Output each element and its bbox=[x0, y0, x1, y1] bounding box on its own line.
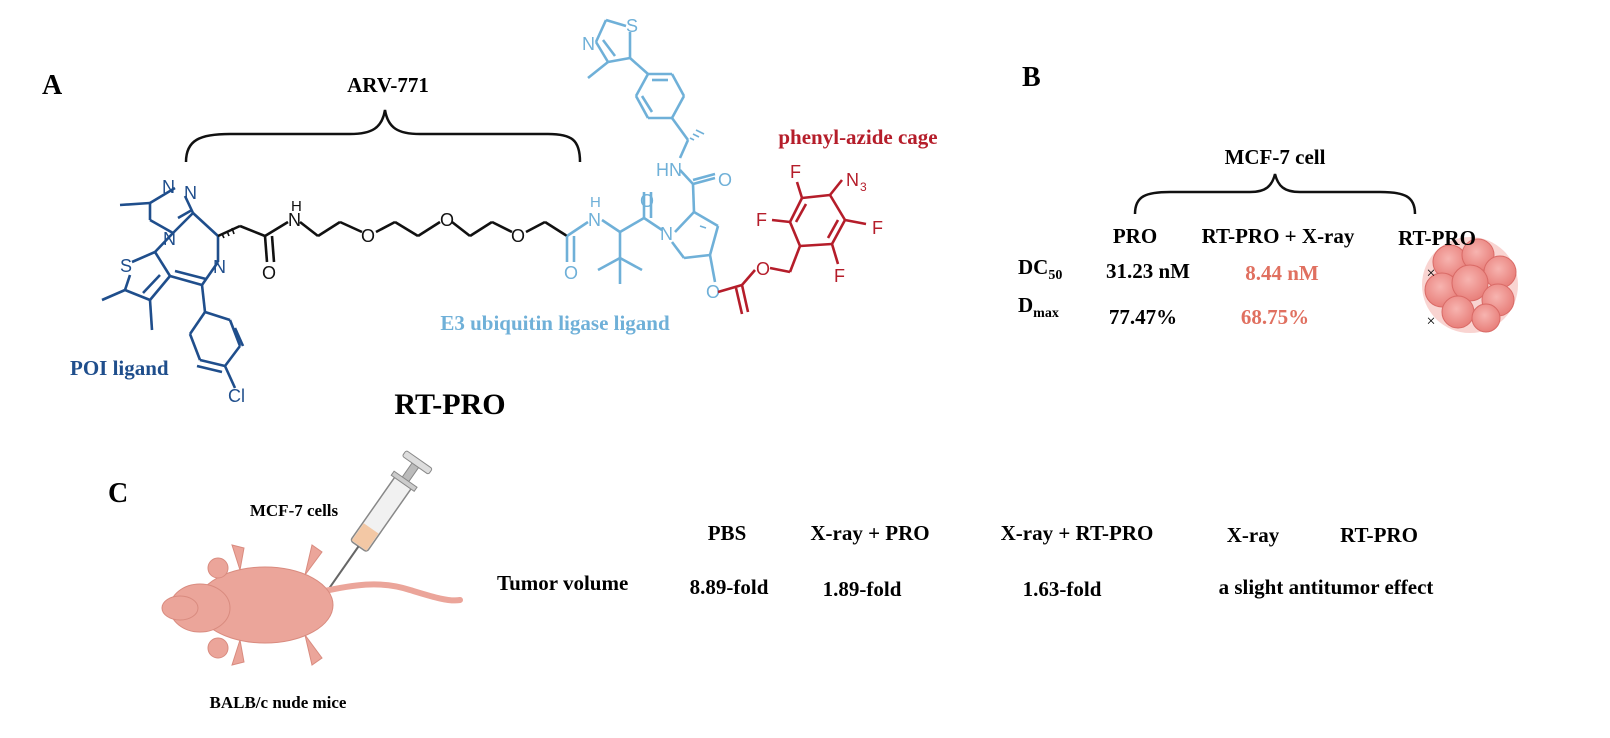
col-c-xray-rtpro: X-ray + RT-PRO bbox=[1001, 521, 1154, 545]
svg-text:O: O bbox=[564, 263, 578, 283]
col-c-rtpro: RT-PRO bbox=[1340, 523, 1418, 547]
svg-text:H: H bbox=[590, 194, 601, 211]
e3-ligand-label: E3 ubiquitin ligase ligand bbox=[440, 311, 670, 335]
svg-text:F: F bbox=[756, 210, 767, 230]
col-head-pro: PRO bbox=[1113, 224, 1157, 248]
arv771-label: ARV-771 bbox=[347, 73, 429, 97]
svg-text:N: N bbox=[162, 177, 175, 197]
svg-text:F: F bbox=[834, 266, 845, 286]
dmax-rtpro-cross: × bbox=[1426, 313, 1435, 330]
svg-text:N: N bbox=[846, 170, 859, 190]
dmax-pro-value: 77.47% bbox=[1109, 305, 1177, 329]
svg-text:N: N bbox=[660, 224, 673, 244]
svg-text:N: N bbox=[184, 183, 197, 203]
mcf7-cell-label: MCF-7 cell bbox=[1225, 145, 1326, 169]
cancer-cell-cluster-icon bbox=[1422, 237, 1518, 333]
svg-text:O: O bbox=[262, 263, 276, 283]
balbc-mice-label: BALB/c nude mice bbox=[210, 693, 347, 712]
col-c-xray-pro: X-ray + PRO bbox=[810, 521, 929, 545]
row-label-dc50: DC50 bbox=[1018, 255, 1062, 283]
svg-text:S: S bbox=[120, 256, 132, 276]
poi-atoms: N N N N S Cl bbox=[120, 177, 245, 406]
col-head-rtpro-xray: RT-PRO + X-ray bbox=[1202, 224, 1355, 248]
cage-atoms: O F N 3 F F F bbox=[756, 162, 883, 286]
svg-text:N: N bbox=[213, 257, 226, 277]
slight-antitumor-value: a slight antitumor effect bbox=[1219, 575, 1434, 599]
pbs-fold-value: 8.89-fold bbox=[690, 575, 769, 599]
linker-atoms: N H O O O O bbox=[262, 198, 525, 283]
panel-a-label: A bbox=[42, 70, 63, 101]
xray-pro-fold-value: 1.89-fold bbox=[823, 577, 902, 601]
svg-text:N: N bbox=[582, 34, 595, 54]
dmax-rtpro-xray-value: 68.75% bbox=[1241, 305, 1309, 329]
cage-structure bbox=[717, 179, 867, 315]
panel-b-label: B bbox=[1022, 62, 1041, 93]
svg-text:N: N bbox=[288, 210, 301, 230]
tumor-volume-label: Tumor volume bbox=[497, 571, 628, 595]
arv771-bracket bbox=[184, 109, 582, 163]
nude-mouse-icon bbox=[161, 544, 463, 666]
svg-text:Cl: Cl bbox=[228, 386, 245, 406]
svg-text:F: F bbox=[790, 162, 801, 182]
svg-text:O: O bbox=[706, 282, 720, 302]
svg-text:O: O bbox=[640, 191, 654, 211]
col-head-rtpro: RT-PRO bbox=[1398, 226, 1476, 250]
svg-text:N: N bbox=[163, 229, 176, 249]
compound-name: RT-PRO bbox=[394, 388, 505, 421]
svg-text:O: O bbox=[756, 259, 770, 279]
panel-c-label: C bbox=[108, 478, 128, 509]
e3-ligand-structure bbox=[565, 18, 720, 284]
svg-text:HN: HN bbox=[656, 160, 682, 180]
cage-label: phenyl-azide cage bbox=[778, 125, 937, 149]
svg-text:O: O bbox=[440, 210, 454, 230]
poi-ligand-structure bbox=[101, 186, 245, 389]
svg-text:O: O bbox=[511, 226, 525, 246]
svg-text:F: F bbox=[872, 218, 883, 238]
svg-text:O: O bbox=[361, 226, 375, 246]
syringe-icon bbox=[322, 450, 433, 598]
svg-text:N: N bbox=[588, 210, 601, 230]
dc50-rtpro-cross: × bbox=[1426, 265, 1435, 282]
svg-text:O: O bbox=[718, 170, 732, 190]
xray-rtpro-fold-value: 1.63-fold bbox=[1023, 577, 1102, 601]
linker-structure bbox=[217, 220, 568, 263]
svg-text:3: 3 bbox=[860, 180, 867, 194]
dc50-pro-value: 31.23 nM bbox=[1106, 259, 1190, 283]
row-label-dmax: Dmax bbox=[1018, 293, 1059, 321]
col-c-pbs: PBS bbox=[708, 521, 747, 545]
col-c-xray: X-ray bbox=[1227, 523, 1280, 547]
mcf7-cells-label: MCF-7 cells bbox=[250, 501, 339, 520]
svg-text:S: S bbox=[626, 16, 638, 36]
poi-ligand-label: POI ligand bbox=[70, 356, 169, 380]
stereo-hash-e3 bbox=[689, 129, 707, 229]
e3-atoms: N H O O N O HN S N O bbox=[564, 16, 732, 302]
svg-text:H: H bbox=[291, 198, 302, 215]
dc50-rtpro-xray-value: 8.44 nM bbox=[1245, 261, 1319, 285]
mcf7-bracket bbox=[1133, 173, 1417, 215]
